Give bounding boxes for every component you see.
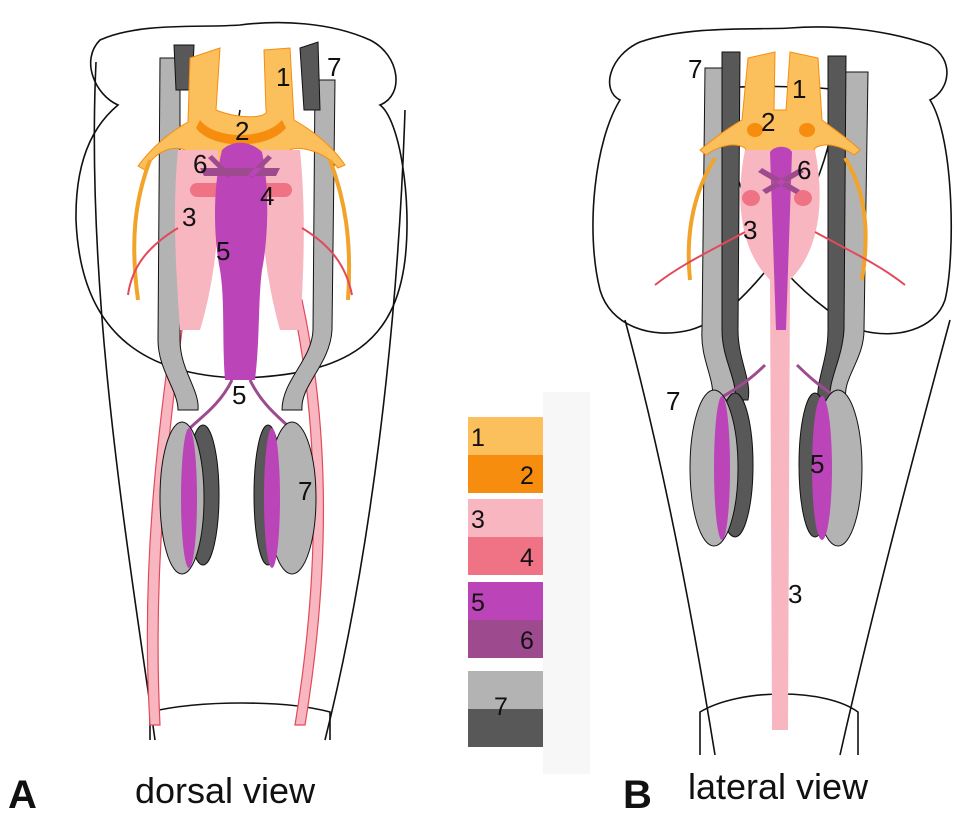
panel-a-ganglion-left-purple (181, 428, 197, 568)
panel-b-red-dot-left (742, 190, 760, 206)
panel-b-letter: B (623, 773, 652, 813)
panel-a-ganglion-right-purple (264, 428, 280, 568)
panel-a-label-1: 1 (276, 62, 290, 92)
panel-b-ganglion-left-purple (714, 396, 730, 540)
panel-b-label-5: 5 (810, 449, 824, 479)
legend-label-2: 2 (520, 462, 534, 490)
panel-b-label-7-lower: 7 (666, 386, 680, 416)
panel-b-label-3-upper: 3 (743, 215, 757, 245)
panel-a-label-5-upper: 5 (216, 236, 230, 266)
color-legend: 1 2 3 4 5 6 7 (468, 392, 590, 774)
panel-b-label-7-top: 7 (688, 54, 702, 84)
panel-b-label-3-lower: 3 (788, 579, 802, 609)
panel-a-label-4: 4 (260, 181, 274, 211)
panel-a-caption: dorsal view (135, 770, 316, 811)
legend-label-1: 1 (471, 424, 485, 452)
panel-a-pink-cord-right (261, 150, 304, 330)
panel-a-dorsal: 1 7 2 6 4 3 5 5 7 A dorsal view (8, 23, 407, 813)
panel-a-label-5-lower: 5 (232, 380, 246, 410)
panel-b-label-2: 2 (761, 107, 775, 137)
panel-a-label-3: 3 (182, 202, 196, 232)
legend-label-6: 6 (520, 627, 534, 655)
panel-b-label-6: 6 (797, 155, 811, 185)
legend-shadow (543, 392, 590, 774)
legend-label-3: 3 (471, 506, 485, 534)
panel-a-label-7-lower: 7 (298, 476, 312, 506)
panel-a-dark-tract-right (300, 42, 320, 110)
legend-label-4: 4 (520, 544, 534, 572)
panel-a-label-7-top: 7 (327, 52, 341, 82)
legend-label-7: 7 (494, 693, 508, 721)
panel-a-orange-side-left (134, 160, 150, 300)
panel-a-label-6: 6 (193, 149, 207, 179)
panel-b-label-1: 1 (792, 74, 806, 104)
panel-b-orange-dot-right (799, 123, 815, 137)
panel-b-caption: lateral view (688, 766, 869, 807)
panel-a-label-2: 2 (235, 116, 249, 146)
panel-a-letter: A (8, 773, 37, 813)
panel-b-lateral: 7 1 2 6 3 7 5 3 B lateral view (593, 27, 951, 813)
legend-label-5: 5 (471, 589, 485, 617)
